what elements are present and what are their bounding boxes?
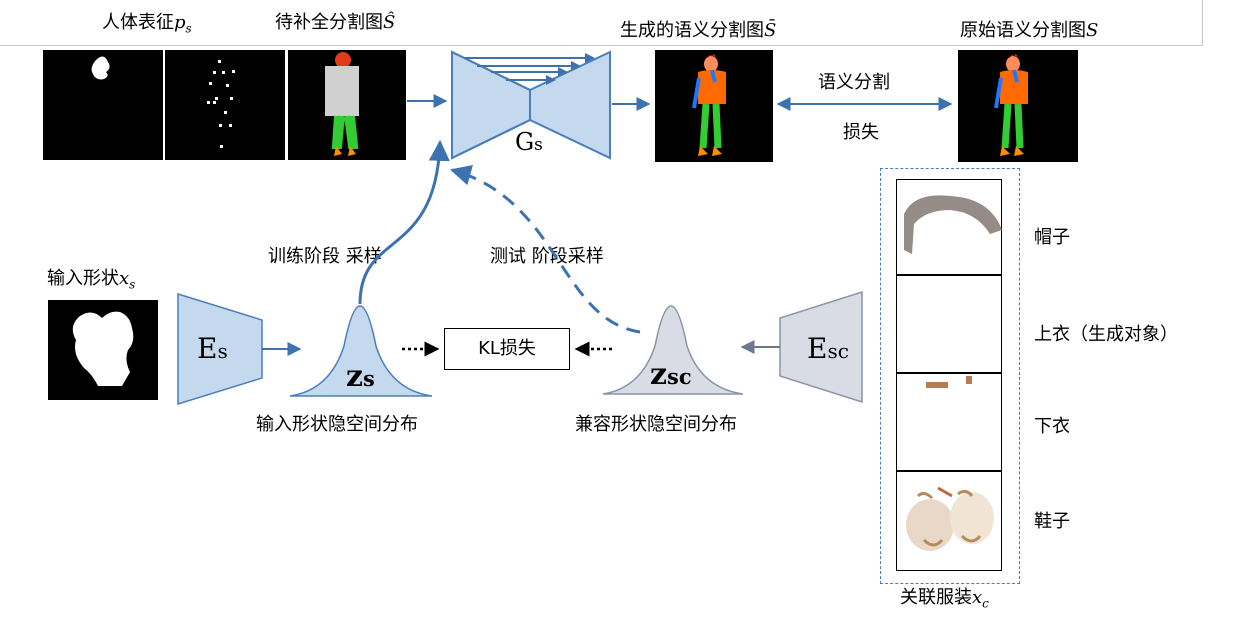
clothes-group-frame <box>880 168 1020 584</box>
generated-seg-figure <box>692 54 726 156</box>
encoder-esc-label: Esc <box>807 332 849 365</box>
encoder-es-shape <box>177 292 263 406</box>
label-human-representation: 人体表征ps <box>102 12 192 36</box>
latent-zsc-label: zsc <box>650 357 692 392</box>
kl-loss-label: KL损失 <box>478 338 536 359</box>
encoder-es-label: Es <box>197 332 228 365</box>
label-generated-segmentation: 生成的语义分割图S̄ <box>620 20 777 41</box>
label-input-shape: 输入形状xs <box>47 268 136 292</box>
keypoint-dots <box>207 60 235 148</box>
input-shape-blob <box>72 311 134 386</box>
latent-zsc-shape <box>602 305 744 395</box>
clothes-item-hat: 帽子 <box>1034 227 1070 248</box>
encoder-esc-shape <box>779 290 863 404</box>
clothes-top-cell <box>896 275 1002 373</box>
label-incomplete-segmentation: 待补全分割图Ŝ <box>275 12 396 33</box>
clothes-item-top: 上衣（生成对象） <box>1034 324 1178 345</box>
latent-zs-shape <box>289 305 433 397</box>
human-repr-keypoints-image <box>165 50 285 160</box>
bottom-image <box>926 376 972 388</box>
hat-image <box>904 195 1002 254</box>
original-seg-figure <box>994 54 1028 156</box>
test-sampling-label: 测试 阶段采样 <box>490 246 604 267</box>
kl-loss-box: KL损失 <box>444 328 570 370</box>
arrow-test-sampling <box>449 164 641 334</box>
latent-zs-label: zs <box>346 359 375 394</box>
zs-caption: 输入形状隐空间分布 <box>256 414 418 435</box>
zsc-caption: 兼容形状隐空间分布 <box>575 414 737 435</box>
clothes-bottom-cell <box>896 373 1002 471</box>
clothes-caption: 关联服装xc <box>900 587 989 611</box>
clothes-item-bottom: 下衣 <box>1034 416 1070 437</box>
label-original-segmentation: 原始语义分割图S <box>960 20 1099 41</box>
shoes-image <box>906 486 994 551</box>
arrow-train-sampling <box>358 139 450 305</box>
semantic-loss-label-1: 语义分割 <box>818 72 890 93</box>
top-rule <box>0 45 1202 46</box>
human-mask-blob <box>91 56 110 80</box>
skip-connections <box>465 53 595 85</box>
incomplete-seg-figure <box>325 52 359 156</box>
generator-gs-label: Gs <box>515 128 543 156</box>
clothes-item-shoes: 鞋子 <box>1034 511 1070 532</box>
train-sampling-label: 训练阶段 采样 <box>268 246 382 267</box>
semantic-loss-label-2: 损失 <box>843 122 879 143</box>
top-rule-end <box>1202 0 1203 46</box>
